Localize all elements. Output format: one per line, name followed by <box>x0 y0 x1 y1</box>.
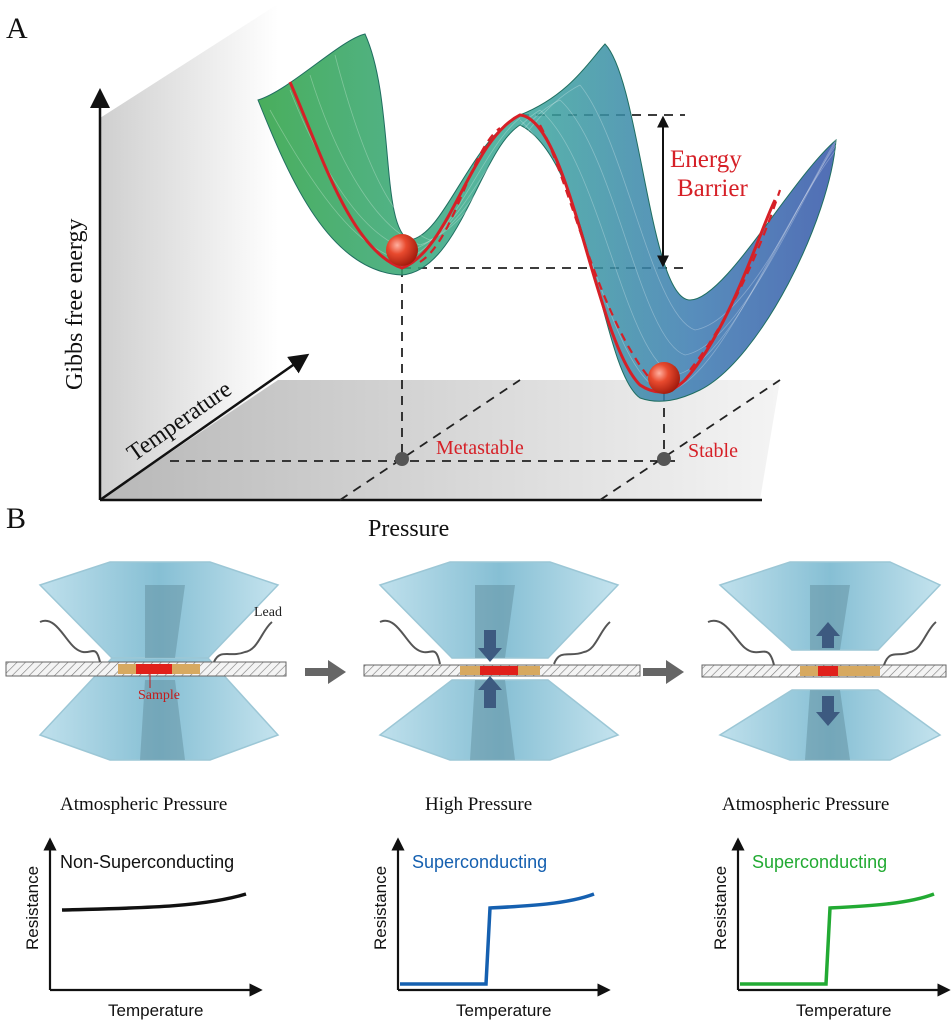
stable-ball <box>648 362 680 394</box>
stage-2-caption: High Pressure <box>425 794 532 815</box>
press-arrow-down <box>478 630 502 662</box>
anvil-cell-3 <box>701 561 947 761</box>
metastable-ball <box>386 234 418 266</box>
metastable-point <box>395 452 409 466</box>
plot-2-title: Superconducting <box>412 852 547 872</box>
plot-3-xlabel: Temperature <box>796 1001 891 1020</box>
anvil-cell-1: Lead Sample <box>5 561 287 761</box>
transition-arrow-1 <box>305 660 346 684</box>
plot-3-title: Superconducting <box>752 852 887 872</box>
transition-arrow-2 <box>643 660 684 684</box>
x-axis-label: Pressure <box>368 516 449 542</box>
panel-a: A <box>6 4 837 542</box>
plot-1-title: Non-Superconducting <box>60 852 234 872</box>
plot-2-curve <box>400 892 595 986</box>
back-wall <box>100 4 278 500</box>
y-axis-label: Gibbs free energy <box>62 219 88 391</box>
metastable-label: Metastable <box>436 437 524 459</box>
anvil-cell-2 <box>363 561 641 761</box>
energy-path-front <box>288 81 777 394</box>
sample-label: Sample <box>138 688 180 703</box>
plot-1-curve <box>61 892 247 912</box>
release-arrow-down <box>816 696 840 726</box>
plot-2-xlabel: Temperature <box>456 1001 551 1020</box>
plot-1-xlabel: Temperature <box>108 1001 203 1020</box>
stage-3-caption: Atmospheric Pressure <box>722 794 889 815</box>
plot-1-ylabel: Resistance <box>23 866 42 950</box>
plot-3-ylabel: Resistance <box>711 866 730 950</box>
lead-label: Lead <box>254 605 282 620</box>
plot-3-curve <box>740 892 935 986</box>
stage-1-caption: Atmospheric Pressure <box>60 794 227 815</box>
panel-a-letter: A <box>6 12 28 45</box>
barrier-label-1: Energy <box>670 146 742 173</box>
floor-plane <box>100 380 780 500</box>
release-arrow-up <box>816 622 840 648</box>
panel-b: B Lead Sample <box>5 502 951 1020</box>
plot-2-ylabel: Resistance <box>371 866 390 950</box>
press-arrow-up <box>478 676 502 708</box>
energy-path-back <box>419 124 782 391</box>
barrier-label-2: Barrier <box>677 175 748 202</box>
panel-b-letter: B <box>6 502 26 535</box>
stable-label: Stable <box>688 440 738 462</box>
depth-axis <box>99 353 310 502</box>
stable-point <box>657 452 671 466</box>
